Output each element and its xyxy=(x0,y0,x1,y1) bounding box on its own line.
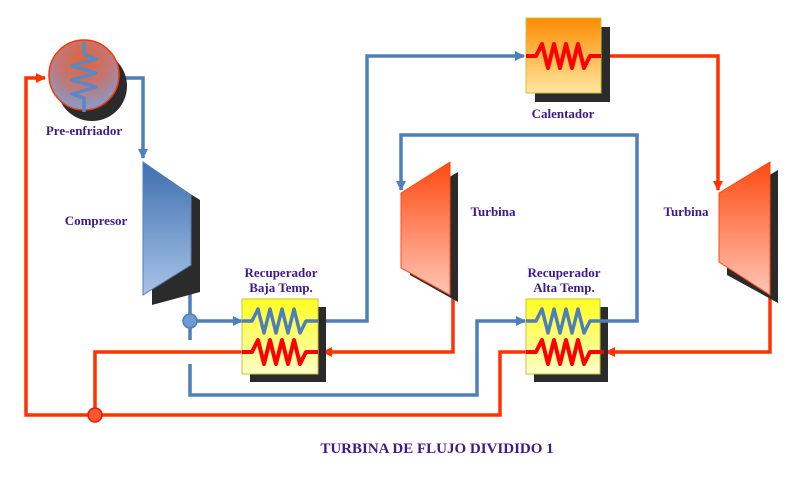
recuperator-low-hot-coil-icon xyxy=(242,338,318,366)
pipe-node-to-precooler xyxy=(24,73,95,417)
recuperator-high-label-1: Recuperador xyxy=(528,265,601,280)
turbine-low-label: Turbina xyxy=(470,204,516,219)
turbine-high-label: Turbina xyxy=(663,204,709,219)
recuperator-high-body xyxy=(525,298,601,375)
pipe-turbine-to-ht-recuperator xyxy=(605,296,772,357)
heater[interactable] xyxy=(525,17,610,102)
heater-label: Calentador xyxy=(532,106,595,121)
recuperator-high-label-2: Alta Temp. xyxy=(533,280,594,295)
cold-pipes xyxy=(118,51,639,397)
hot-pipes xyxy=(24,54,772,417)
recuperator-high-cold-coil-icon xyxy=(526,307,608,335)
pipe-ht-recuperator-to-turbine xyxy=(396,133,639,323)
pipe-lt-recuperator-hot-out xyxy=(93,350,246,415)
pipe-heater-to-turbine xyxy=(600,54,723,191)
recuperator-low-cold-coil-icon xyxy=(242,307,318,335)
turbine-low-body xyxy=(400,161,451,296)
mix-node-hot xyxy=(87,407,103,423)
precooler-label: Pre-enfriador xyxy=(46,123,123,138)
precooler[interactable] xyxy=(48,39,127,121)
turbine-high-body xyxy=(718,161,771,296)
pipe-lt-recuperator-to-heater xyxy=(318,51,525,323)
recuperator-high[interactable] xyxy=(525,298,608,382)
compressor-label: Compresor xyxy=(65,213,128,228)
recuperator-low-label-1: Recuperador xyxy=(245,265,318,280)
coil-icon xyxy=(70,42,98,112)
pipe-bypass-to-ht-recuperator xyxy=(188,316,526,397)
recuperator-high-hot-coil-icon xyxy=(526,338,604,366)
turbine-high[interactable] xyxy=(718,161,778,303)
heater-coil-icon xyxy=(526,42,601,70)
diagram-title: TURBINA DE FLUJO DIVIDIDO 1 xyxy=(320,441,553,457)
recuperator-low[interactable] xyxy=(241,298,326,382)
turbine-low[interactable] xyxy=(400,161,458,302)
compressor-body xyxy=(142,161,192,296)
pipe-precooler-to-compressor xyxy=(118,76,148,159)
split-node-cold xyxy=(182,313,198,329)
compressor[interactable] xyxy=(142,161,200,305)
pipe-turbine-to-lt-recuperator xyxy=(322,298,455,357)
recuperator-low-label-2: Baja Temp. xyxy=(249,280,313,295)
pipe-ht-recuperator-hot-out xyxy=(95,350,530,417)
